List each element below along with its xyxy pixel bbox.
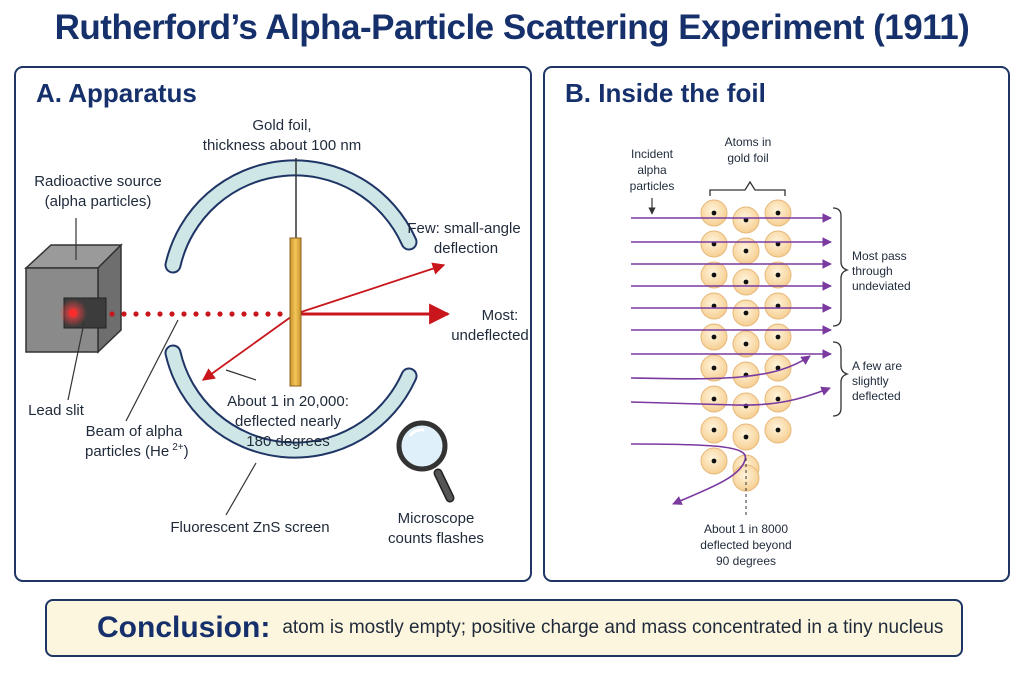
pass-label-2: through — [852, 264, 893, 278]
alpha-beam — [109, 311, 283, 317]
nucleus-dot — [743, 279, 749, 285]
few-label-b1: A few are — [852, 359, 902, 373]
nucleus-dot — [743, 434, 749, 440]
fluorescent-screen — [164, 159, 418, 459]
deflected-path-1 — [630, 355, 811, 380]
pass-label-1: Most pass — [852, 249, 907, 263]
most-label-1: Most: — [482, 307, 519, 324]
few-label-b2: slightly — [852, 374, 889, 388]
microscope-label-2: counts flashes — [388, 530, 484, 547]
backscatter-path — [630, 443, 747, 505]
beam-charge: 2+ — [172, 442, 184, 453]
inside-foil-heading: B. Inside the foil — [565, 78, 766, 108]
backscatter-arrow — [201, 313, 296, 381]
foil-label-2: thickness about 100 nm — [203, 137, 361, 154]
nucleus-dot — [711, 365, 717, 371]
microscope-label-1: Microscope — [398, 510, 475, 527]
few-label-2: deflection — [434, 240, 498, 257]
conclusion-text: atom is mostly empty; positive charge an… — [282, 617, 944, 638]
nucleus-dot — [711, 272, 717, 278]
pass-bracket — [832, 207, 850, 327]
deflected-path-2 — [630, 386, 831, 406]
incident-label-3: particles — [630, 179, 675, 193]
gold-atoms — [700, 199, 792, 492]
nucleus-dot — [775, 396, 781, 402]
beam-label-1: Beam of alpha — [86, 423, 183, 440]
nucleus-dot — [775, 427, 781, 433]
nucleus-dot — [711, 334, 717, 340]
nucleus-dot — [743, 310, 749, 316]
few-label-1: Few: small-angle — [407, 220, 520, 237]
beam-close: ) — [184, 443, 189, 460]
few-bracket — [832, 341, 850, 417]
source-label-1: Radioactive source — [34, 173, 162, 190]
page-title: Rutherford’s Alpha-Particle Scattering E… — [54, 8, 970, 47]
foil-diagram: Incident alpha particles Atoms in gold f… — [630, 135, 911, 568]
beyond-label-2: deflected beyond — [700, 538, 791, 552]
nucleus-dot — [711, 427, 717, 433]
lead-box — [24, 243, 123, 354]
incident-label-1: Incident — [631, 147, 674, 161]
atoms-label-1: Atoms in — [725, 135, 772, 149]
conclusion-label: Conclusion: — [97, 611, 271, 644]
back-label-1: About 1 in 20,000: — [227, 393, 349, 410]
apparatus-heading: A. Apparatus — [36, 78, 197, 108]
nucleus-dot — [775, 334, 781, 340]
source-label-2: (alpha particles) — [45, 193, 152, 210]
pass-label-3: undeviated — [852, 279, 911, 293]
alpha-paths — [631, 213, 832, 359]
beyond-label-1: About 1 in 8000 — [704, 522, 788, 536]
nucleus-dot — [711, 458, 717, 464]
few-label-b3: deflected — [852, 389, 901, 403]
lead-slit-label: Lead slit — [28, 402, 85, 419]
back-label-3: 180 degrees — [246, 433, 329, 450]
nucleus-dot — [775, 210, 781, 216]
most-label-2: undeflected — [451, 327, 529, 344]
gold-foil — [289, 237, 302, 387]
atoms-label-2: gold foil — [727, 151, 768, 165]
conclusion-box: Conclusion: atom is mostly empty; positi… — [45, 599, 963, 657]
nucleus-dot — [775, 365, 781, 371]
back-label-2: deflected nearly — [235, 413, 341, 430]
inside-foil-panel: B. Inside the foil — [543, 66, 1010, 582]
microscope-icon — [396, 420, 455, 503]
screen-label: Fluorescent ZnS screen — [170, 519, 329, 536]
small-angle-arrow — [294, 262, 446, 315]
apparatus-diagram: Gold foil, thickness about 100 nm Radioa… — [24, 117, 529, 547]
apparatus-panel: A. Apparatus — [14, 66, 532, 582]
nucleus-dot — [711, 396, 717, 402]
nucleus-dot — [775, 272, 781, 278]
foil-label-1: Gold foil, — [252, 117, 311, 134]
atoms-brace — [709, 180, 786, 196]
beam-label-2-text: particles (He — [85, 443, 169, 460]
beyond-label-3: 90 degrees — [716, 554, 776, 568]
nucleus-dot — [711, 210, 717, 216]
nucleus-dot — [743, 341, 749, 347]
incident-label-2: alpha — [637, 163, 667, 177]
nucleus-dot — [743, 248, 749, 254]
